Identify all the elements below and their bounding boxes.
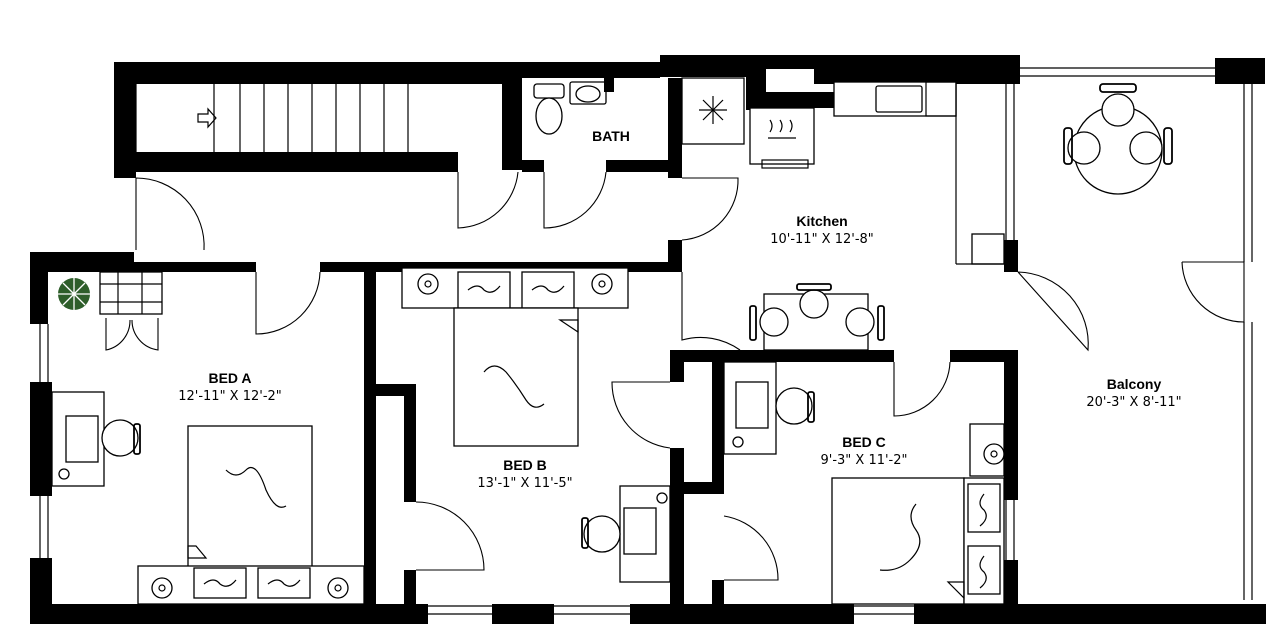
balcony-room-name: Balcony (1107, 376, 1162, 392)
doors (135, 171, 1245, 581)
bed-b-room-name: BED B (503, 457, 547, 473)
kitchen-room-name: Kitchen (796, 213, 847, 229)
stove (749, 107, 815, 165)
bath-fixtures (533, 78, 614, 135)
balcony-room-dims: 20'-3" X 8'-11" (1086, 395, 1181, 410)
stairs (135, 84, 409, 152)
stove-heat-icon (768, 119, 796, 139)
bed-c-furniture (723, 361, 1005, 605)
bed-c-room-name: BED C (842, 434, 886, 450)
bed-a-room-dims: 12'-11" X 12'-2" (178, 389, 282, 404)
balcony-table (1063, 83, 1173, 195)
bed-a-furniture (51, 271, 365, 605)
stair-arrow-icon (197, 107, 217, 129)
bed-b-furniture (401, 267, 671, 583)
snowflake-icon (699, 96, 727, 124)
walls (30, 55, 1266, 624)
bed-a-room-name: BED A (208, 370, 251, 386)
bath-room-name: BATH (592, 128, 630, 144)
kitchen-table (749, 283, 885, 351)
room-labels: BATH Kitchen 10'-11" X 12'-8" BED A 12'-… (178, 128, 1181, 491)
windows (39, 67, 1253, 615)
toilet-icon (535, 97, 563, 135)
bed-b-room-dims: 13'-1" X 11'-5" (477, 476, 572, 491)
kitchen-fixtures (681, 77, 957, 169)
kitchen-room-dims: 10'-11" X 12'-8" (770, 232, 874, 247)
bed-c-room-dims: 9'-3" X 11'-2" (820, 453, 907, 468)
plant-icon (58, 278, 90, 310)
